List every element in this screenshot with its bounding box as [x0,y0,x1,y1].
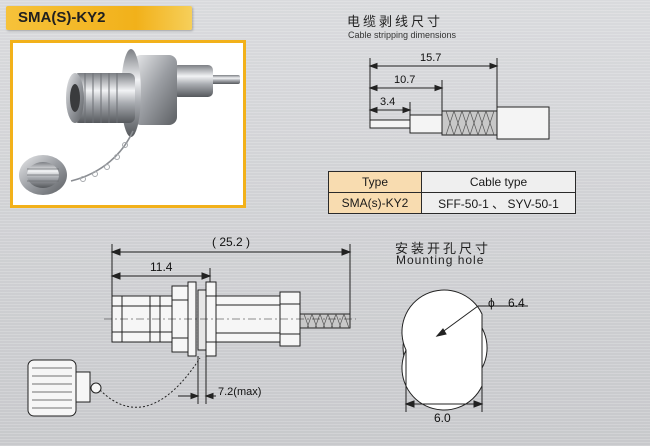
stripping-title-cn: 电缆剥线尺寸 [347,15,444,30]
mounting-title-cn: 安装开孔尺寸 [395,242,492,257]
mounting-title-en: Mounting hole [396,253,485,267]
table-row: Type Cable type [328,171,576,193]
table-header-type: Type [328,171,422,193]
strip-dim-dielectric: 10.7 [394,74,416,86]
product-title: SMA(S)-KY2 [18,9,106,26]
phi-symbol: ϕ [488,296,495,310]
mounting-hole-drawing [401,289,528,412]
product-title-bar: SMA(S)-KY2 [6,6,192,30]
panel-thickness-label: 7.2(max) [218,386,262,398]
table-cell-model: SMA(s)-KY2 [328,192,422,214]
table-row: SMA(s)-KY2 SFF-50-1 、 SYV-50-1 [328,192,576,214]
table-cell-cable-types: SFF-50-1 、 SYV-50-1 [421,192,576,214]
stripping-diagram [368,58,550,140]
overall-length-label: ( 25.2 ) [212,235,251,249]
connector-drawing [27,244,356,417]
strip-dim-total: 15.7 [420,52,442,64]
product-photo [10,40,246,208]
strip-dim-pin: 3.4 [380,96,396,108]
connector-illustration [19,49,240,195]
stripping-title-en: Cable stripping dimensions [348,30,457,40]
front-length-label: 11.4 [150,260,173,274]
hole-diameter-label: 6.4 [508,296,525,310]
table-header-cable: Cable type [421,171,576,193]
hole-flat-width-label: 6.0 [434,411,451,425]
spec-table: Type Cable type SMA(s)-KY2 SFF-50-1 、 SY… [328,171,576,214]
